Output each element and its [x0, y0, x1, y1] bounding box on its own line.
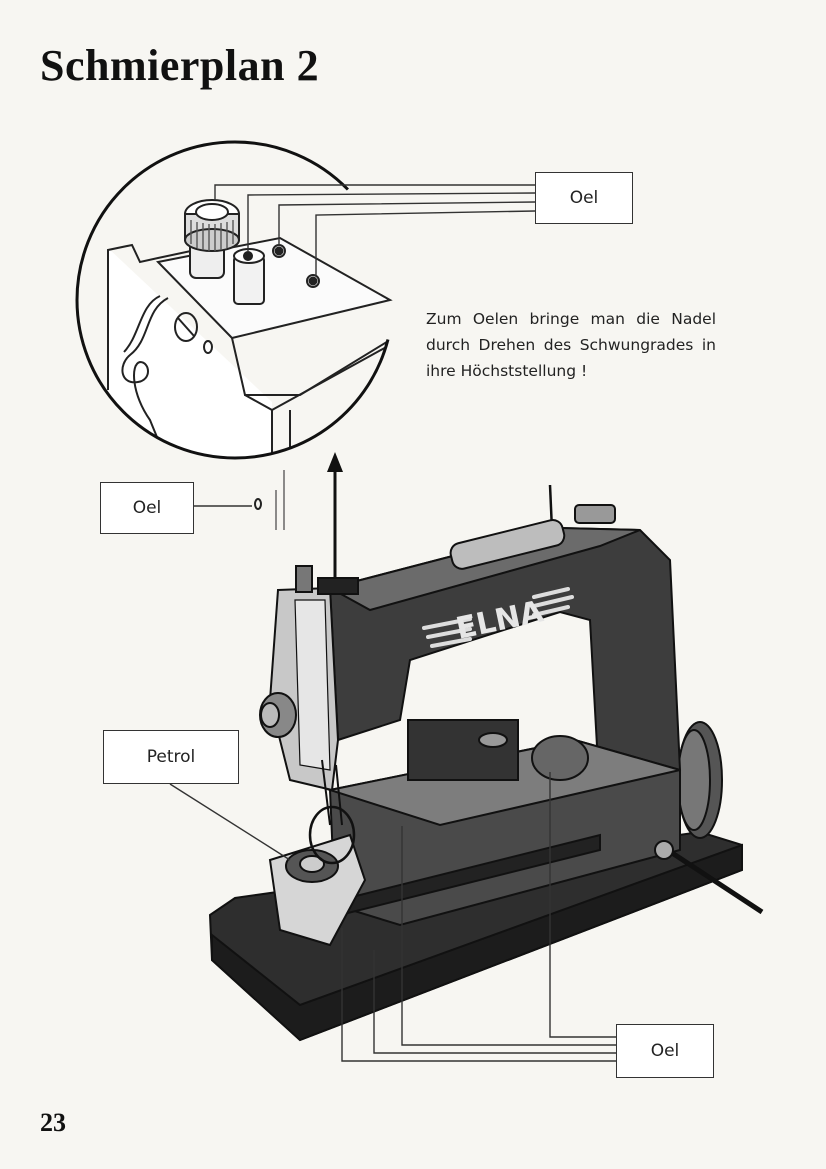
leader-lines-bottom — [341, 772, 616, 1062]
page-title: Schmierplan 2 — [40, 41, 320, 90]
leader-line-left — [194, 470, 285, 530]
label-oel-bottom: Oel — [616, 1024, 714, 1078]
detail-magnifier — [75, 140, 395, 460]
leader-line-petrol — [169, 783, 291, 861]
label-petrol: Petrol — [103, 730, 239, 784]
label-oel-top: Oel — [535, 172, 633, 224]
leader-lines-top — [214, 184, 536, 276]
oiling-instruction: Zum Oelen bringe man die Nadel durch Dre… — [426, 310, 716, 380]
page-number: 23 — [40, 1108, 66, 1137]
label-oel-left: Oel — [100, 482, 194, 534]
magnify-arrow — [327, 452, 343, 580]
sewing-machine — [208, 484, 764, 1042]
